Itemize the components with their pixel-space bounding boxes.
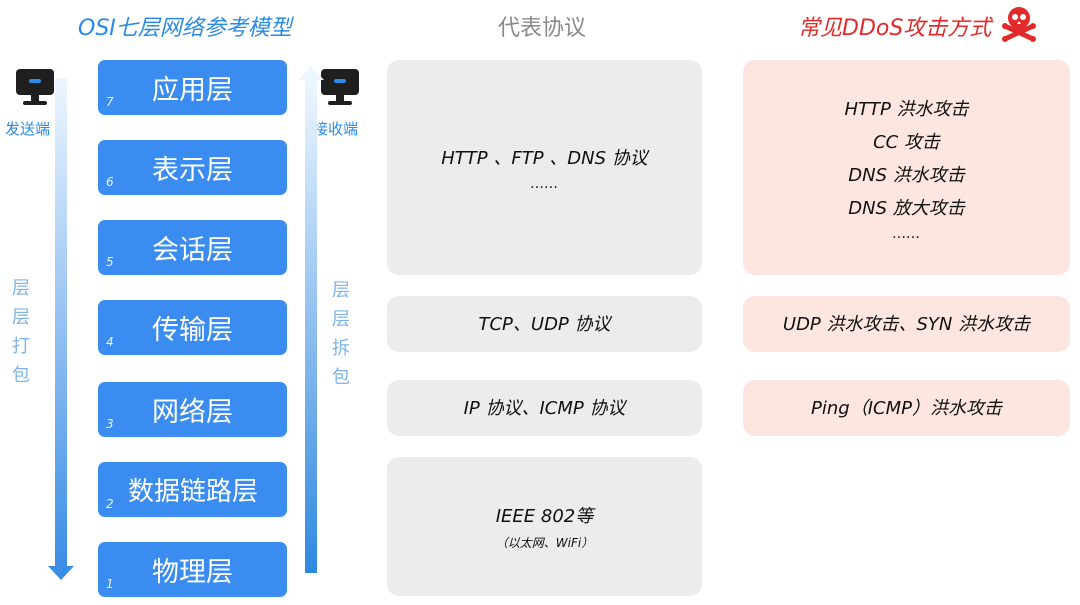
protocol-text: HTTP 、FTP 、DNS 协议 <box>441 148 648 169</box>
layer-number: 1 <box>106 577 114 591</box>
layer-number: 7 <box>106 95 114 109</box>
layer-name: 物理层 <box>152 557 233 588</box>
receiver-vertical-text: 层 层 拆 包 <box>330 276 352 392</box>
layer-name: 传输层 <box>152 315 233 346</box>
protocol-column-title: 代表协议 <box>498 16 587 41</box>
layer-number: 3 <box>106 417 114 431</box>
attack-item: UDP 洪水攻击、SYN 洪水攻击 <box>782 313 1031 335</box>
attack-item: DNS 放大攻击 <box>848 197 965 219</box>
sender-monitor-icon <box>16 69 54 105</box>
attack-item: DNS 洪水攻击 <box>848 164 965 186</box>
protocol-box-physical: IEEE 802等 （以太网、WiFi） <box>387 457 702 596</box>
layer-number: 6 <box>106 175 114 189</box>
layer-name: 数据链路层 <box>128 477 259 507</box>
layer-name: 网络层 <box>152 397 233 428</box>
sender-label: 发送端 <box>5 120 51 138</box>
protocol-text: TCP、UDP 协议 <box>478 313 611 335</box>
layer-transport: 4 传输层 <box>98 300 287 355</box>
receiver-label: 接收端 <box>313 120 359 138</box>
layer-application: 7 应用层 <box>98 60 287 115</box>
sender-vertical-char: 打 <box>12 336 30 357</box>
layer-presentation: 6 表示层 <box>98 140 287 195</box>
receiver-monitor-icon <box>321 69 359 105</box>
layer-number: 2 <box>106 497 114 511</box>
protocol-box-application: HTTP 、FTP 、DNS 协议 …… <box>387 60 702 275</box>
send-arrow-head <box>48 566 74 580</box>
attack-item: CC 攻击 <box>873 131 940 153</box>
attack-box-application: HTTP 洪水攻击 CC 攻击 DNS 洪水攻击 DNS 放大攻击 …… <box>743 60 1070 275</box>
receiver-vertical-char: 包 <box>332 367 350 388</box>
sender-vertical-text: 层 层 打 包 <box>10 274 32 390</box>
layer-data-link: 2 数据链路层 <box>98 462 287 517</box>
sender-vertical-char: 包 <box>12 365 30 386</box>
receiver-vertical-char: 层 <box>332 280 350 301</box>
layer-name: 表示层 <box>152 155 233 186</box>
receive-arrow-head <box>298 66 324 80</box>
sender-vertical-char: 层 <box>12 307 30 328</box>
attack-item: HTTP 洪水攻击 <box>844 98 969 120</box>
attack-item: Ping（ICMP）洪水攻击 <box>811 397 1002 419</box>
protocol-box-transport: TCP、UDP 协议 <box>387 296 702 352</box>
protocol-subtext: （以太网、WiFi） <box>495 536 594 550</box>
protocol-text: IEEE 802等 <box>495 506 594 527</box>
receiver-vertical-char: 层 <box>332 309 350 330</box>
layer-physical: 1 物理层 <box>98 542 287 597</box>
layer-session: 5 会话层 <box>98 220 287 275</box>
send-arrow-line <box>55 78 67 566</box>
layer-name: 会话层 <box>152 235 233 266</box>
receive-arrow-line <box>305 80 317 573</box>
layer-number: 4 <box>106 335 114 349</box>
ddos-column-title: 常见DDoS攻击方式 <box>798 16 992 41</box>
receiver-vertical-char: 拆 <box>332 338 350 359</box>
attack-ellipsis: …… <box>892 225 921 242</box>
protocol-box-network: IP 协议、ICMP 协议 <box>387 380 702 436</box>
protocol-text: IP 协议、ICMP 协议 <box>463 397 626 419</box>
protocol-ellipsis: …… <box>530 176 559 192</box>
layer-number: 5 <box>106 255 114 269</box>
skull-crossbones-icon <box>1002 7 1036 42</box>
osi-model-title: OSI七层网络参考模型 <box>78 16 292 41</box>
sender-vertical-char: 层 <box>12 278 30 299</box>
layer-network: 3 网络层 <box>98 382 287 437</box>
attack-box-transport: UDP 洪水攻击、SYN 洪水攻击 <box>743 296 1070 352</box>
attack-box-network: Ping（ICMP）洪水攻击 <box>743 380 1070 436</box>
layer-name: 应用层 <box>152 75 233 106</box>
